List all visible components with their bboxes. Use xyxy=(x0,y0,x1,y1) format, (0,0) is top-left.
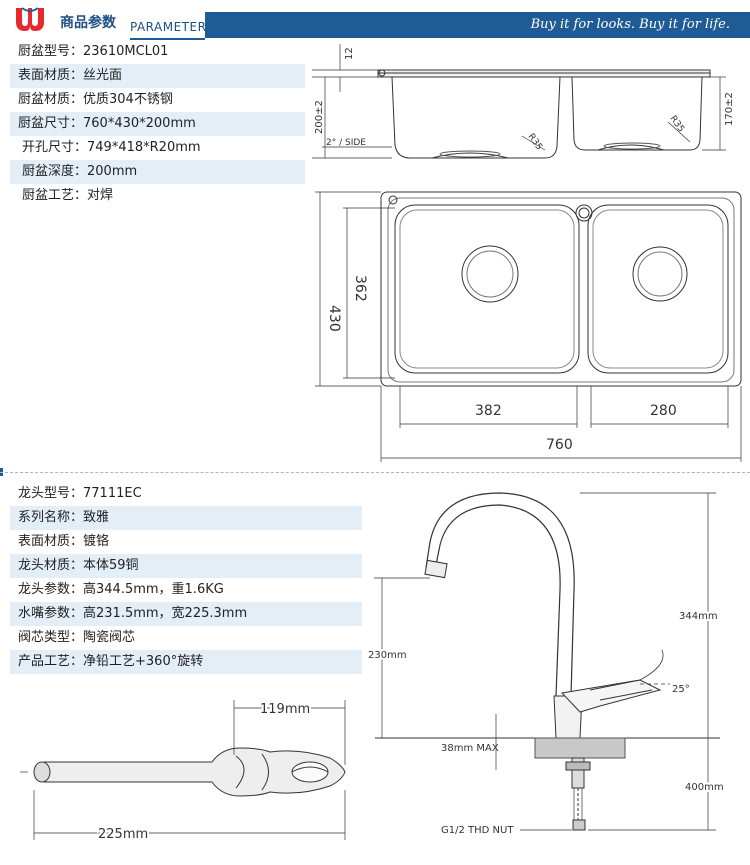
section-divider xyxy=(0,472,750,473)
param-row: 阀芯类型：陶瓷阀芯 xyxy=(10,626,362,650)
dim-label-760: 760 xyxy=(546,437,573,453)
param-label: 产品工艺： xyxy=(18,654,84,669)
param-value: 本体59铜 xyxy=(83,558,139,573)
param-row: 表面材质：丝光面 xyxy=(10,64,305,88)
dim-label-200: 200±2 xyxy=(314,100,325,134)
dim-label-38mm-max: 38mm MAX xyxy=(441,743,499,754)
param-row: 厨盆型号：23610MCL01 xyxy=(10,40,305,64)
dim-label-230mm: 230mm xyxy=(368,650,407,661)
param-value: 高231.5mm，宽225.3mm xyxy=(83,606,248,621)
param-value: 陶瓷阀芯 xyxy=(83,630,136,645)
dim-label-344mm: 344mm xyxy=(679,611,718,622)
param-value: 77111EC xyxy=(83,486,142,501)
sink-side-view xyxy=(312,44,726,159)
param-value: 23610MCL01 xyxy=(83,44,169,59)
param-label: 开孔尺寸： xyxy=(22,140,88,155)
angle-label-25: 25° xyxy=(672,684,690,695)
section-title-en: PARAMETER xyxy=(130,20,207,34)
param-label: 表面材质： xyxy=(18,534,84,549)
param-value: 对焊 xyxy=(87,188,114,203)
param-label: 厨盆工艺： xyxy=(22,188,88,203)
side-angle-label: 2° / SIDE xyxy=(326,138,366,148)
param-row: 产品工艺：净铅工艺+360°旋转 xyxy=(10,650,362,674)
param-label: 厨盆深度： xyxy=(22,164,88,179)
dim-label-280: 280 xyxy=(650,403,677,419)
param-row: 系列名称：致雅 xyxy=(10,506,362,530)
param-value: 致雅 xyxy=(83,510,110,525)
brand-slogan: Buy it for looks. Buy it for life. xyxy=(530,17,730,32)
param-row: 厨盆工艺：对焊 xyxy=(10,184,305,208)
param-value: 749*418*R20mm xyxy=(87,140,201,155)
brand-logo xyxy=(10,4,50,34)
sink-top-view xyxy=(315,191,742,462)
param-value: 镀铬 xyxy=(83,534,110,549)
param-row: 水嘴参数：高231.5mm，宽225.3mm xyxy=(10,602,362,626)
param-row: 龙头参数：高344.5mm，重1.6KG xyxy=(10,578,362,602)
param-label: 龙头型号： xyxy=(18,486,84,501)
param-label: 水嘴参数： xyxy=(18,606,84,621)
param-value: 200mm xyxy=(87,164,138,179)
dim-label-362: 362 xyxy=(352,275,368,302)
section-title: 商品参数 xyxy=(60,15,116,31)
param-label: 阀芯类型： xyxy=(18,630,84,645)
dim-label-119mm: 119mm xyxy=(260,702,310,717)
param-value: 优质304不锈钢 xyxy=(83,92,173,107)
dim-label-382: 382 xyxy=(475,403,502,419)
param-value: 丝光面 xyxy=(83,68,123,83)
faucet-parameter-table: 龙头型号：77111EC 系列名称：致雅 表面材质：镀铬 龙头材质：本体59铜 … xyxy=(10,482,362,674)
param-row: 厨盆尺寸：760*430*200mm xyxy=(10,112,305,136)
param-label: 厨盆尺寸： xyxy=(18,116,84,131)
param-row: 厨盆深度：200mm xyxy=(10,160,305,184)
param-label: 龙头材质： xyxy=(18,558,84,573)
dim-label-430: 430 xyxy=(326,305,342,332)
param-row: 表面材质：镀铬 xyxy=(10,530,362,554)
param-label: 龙头参数： xyxy=(18,582,84,597)
slogan-bar xyxy=(205,12,750,38)
param-label: 系列名称： xyxy=(18,510,84,525)
param-label: 厨盆型号： xyxy=(18,44,84,59)
param-value: 高344.5mm，重1.6KG xyxy=(83,582,224,597)
param-row: 厨盆材质：优质304不锈钢 xyxy=(10,88,305,112)
thread-label: G1/2 THD NUT xyxy=(441,825,514,836)
faucet-top-view xyxy=(20,700,346,840)
title-underline xyxy=(130,38,205,40)
param-row: 龙头材质：本体59铜 xyxy=(10,554,362,578)
param-value: 净铅工艺+360°旋转 xyxy=(83,654,204,669)
radius-label-left: R35 xyxy=(526,132,544,152)
dim-label-170: 170±2 xyxy=(724,92,735,126)
page-header: 商品参数 PARAMETER Buy it for looks. Buy it … xyxy=(0,0,750,40)
dim-label-400mm: 400mm xyxy=(685,782,724,793)
dim-label-12: 12 xyxy=(344,47,355,60)
param-row: 龙头型号：77111EC xyxy=(10,482,362,506)
param-label: 厨盆材质： xyxy=(18,92,84,107)
dim-label-225mm: 225mm xyxy=(98,827,148,842)
param-label: 表面材质： xyxy=(18,68,84,83)
param-row: 开孔尺寸：749*418*R20mm xyxy=(10,136,305,160)
param-value: 760*430*200mm xyxy=(83,116,196,131)
sink-parameter-table: 厨盆型号：23610MCL01 表面材质：丝光面 厨盆材质：优质304不锈钢 厨… xyxy=(10,40,305,208)
faucet-side-view xyxy=(374,492,720,831)
